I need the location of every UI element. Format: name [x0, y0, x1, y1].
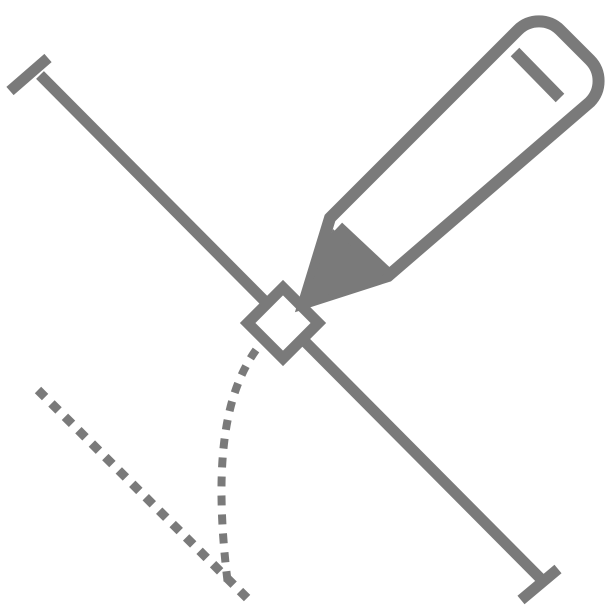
pencil-tip-band	[333, 222, 391, 277]
segment-start-cap	[6, 53, 52, 96]
pencil-icon	[294, 15, 605, 313]
dotted-curve-path	[217, 347, 260, 586]
pencil-lead	[304, 229, 383, 303]
pencil-eraser-band	[510, 47, 565, 103]
dotted-guide-line	[34, 386, 256, 607]
segment-end-cap	[517, 564, 562, 605]
pencil-body	[294, 15, 605, 313]
